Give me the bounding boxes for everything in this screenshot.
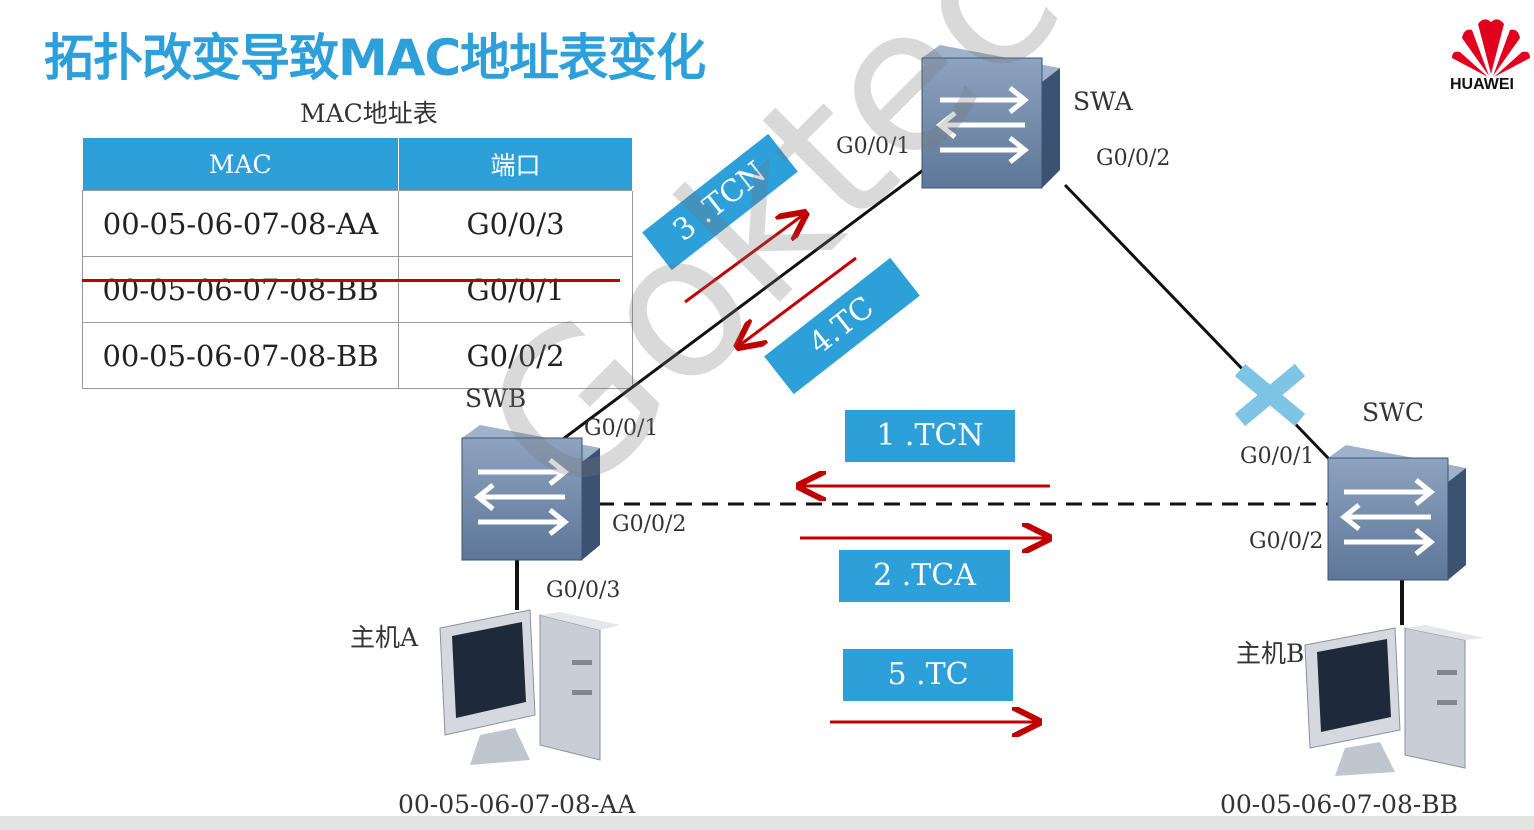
port-swa-g1: G0/0/1 bbox=[836, 134, 911, 159]
mac-address-table: MAC 端口 00-05-06-07-08-AA G0/0/3 00-05-06… bbox=[82, 138, 633, 389]
message-tag-1-tcn: 1 .TCN bbox=[845, 410, 1015, 462]
label-swc: SWC bbox=[1362, 398, 1424, 427]
arrow-tcn-swb-to-swa bbox=[684, 215, 803, 304]
mac-cell: 00-05-06-07-08-AA bbox=[82, 190, 399, 257]
switch-swc-icon bbox=[1327, 445, 1466, 581]
mac-table-caption: MAC地址表 bbox=[300, 99, 438, 128]
mac-cell: 00-05-06-07-08-BB bbox=[82, 256, 399, 323]
host-a-computer-icon bbox=[439, 609, 620, 765]
strikethrough-line bbox=[82, 279, 620, 282]
table-row-struck: 00-05-06-07-08-BB G0/0/1 bbox=[82, 256, 633, 323]
footer-bar bbox=[0, 816, 1534, 830]
table-row: 00-05-06-07-08-BB G0/0/2 bbox=[82, 322, 633, 389]
message-tag-5-tc: 5 .TC bbox=[843, 649, 1013, 701]
port-swc-g1: G0/0/1 bbox=[1240, 444, 1315, 469]
port-swc-g2: G0/0/2 bbox=[1249, 529, 1324, 554]
label-host-b: 主机B bbox=[1236, 639, 1305, 668]
page-title: 拓扑改变导致MAC地址表变化 bbox=[44, 29, 706, 87]
column-header-mac: MAC bbox=[82, 138, 399, 191]
arrow-tc-swa-to-swb bbox=[740, 256, 857, 345]
port-swa-g2: G0/0/2 bbox=[1096, 146, 1171, 171]
huawei-logo-text: HUAWEI bbox=[1450, 76, 1514, 93]
table-header-row: MAC 端口 bbox=[82, 138, 633, 191]
label-swb: SWB bbox=[465, 384, 527, 413]
host-b-computer-icon bbox=[1304, 625, 1485, 776]
huawei-logo-icon bbox=[1452, 19, 1530, 77]
message-tag-2-tca: 2 .TCA bbox=[839, 550, 1010, 602]
port-swb-g2: G0/0/2 bbox=[612, 512, 687, 537]
mac-cell: 00-05-06-07-08-BB bbox=[82, 322, 399, 389]
table-row: 00-05-06-07-08-AA G0/0/3 bbox=[82, 190, 633, 257]
label-host-a: 主机A bbox=[350, 623, 419, 652]
port-swb-g3: G0/0/3 bbox=[546, 578, 621, 603]
blocked-port-x-icon bbox=[1234, 363, 1306, 427]
port-cell: G0/0/3 bbox=[398, 190, 633, 257]
column-header-port: 端口 bbox=[398, 138, 633, 191]
link-swa-swb bbox=[554, 163, 931, 447]
switch-swa-icon bbox=[921, 45, 1060, 189]
label-swa: SWA bbox=[1073, 87, 1133, 116]
host-b-mac: 00-05-06-07-08-BB bbox=[1220, 790, 1459, 819]
port-swb-g1: G0/0/1 bbox=[584, 416, 659, 441]
switch-swb-icon bbox=[461, 425, 600, 561]
port-cell: G0/0/1 bbox=[398, 256, 633, 323]
host-a-mac: 00-05-06-07-08-AA bbox=[398, 790, 636, 819]
port-cell: G0/0/2 bbox=[398, 322, 633, 389]
